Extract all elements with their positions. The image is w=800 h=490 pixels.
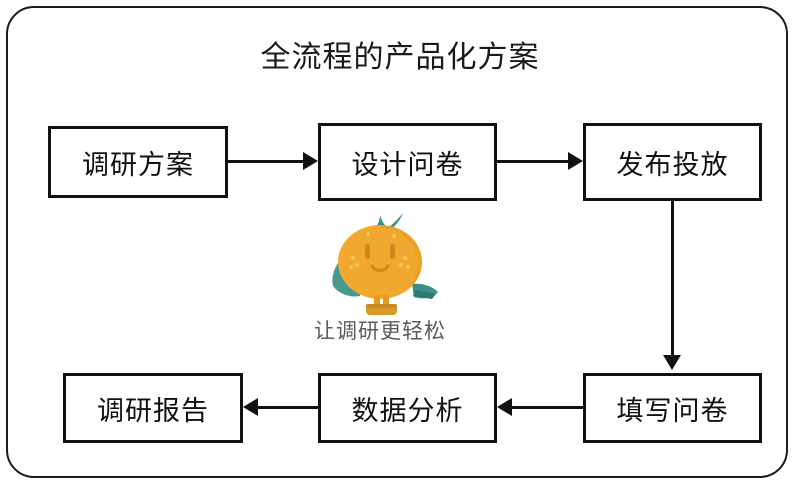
- node-fill-questionnaire-label: 填写问卷: [616, 395, 729, 426]
- node-design-questionnaire[interactable]: 设计问卷: [318, 123, 497, 201]
- arrow-publish-to-fill-head: [663, 355, 681, 370]
- arrow-plan-to-design-line: [228, 160, 304, 163]
- node-publish-distribute[interactable]: 发布投放: [583, 123, 762, 201]
- arrow-design-to-publish-line: [497, 160, 569, 163]
- node-data-analysis-label: 数据分析: [351, 395, 464, 426]
- brand-mascot-block: 让调研更轻松: [300, 212, 460, 357]
- arrow-plan-to-design-head: [303, 152, 318, 170]
- node-survey-report[interactable]: 调研报告: [63, 373, 243, 443]
- node-fill-questionnaire[interactable]: 填写问卷: [583, 373, 762, 443]
- page-title: 全流程的产品化方案: [260, 41, 540, 74]
- outer-frame: [6, 6, 788, 478]
- arrow-design-to-publish-head: [568, 152, 583, 170]
- mascot-tagline: 让调研更轻松: [314, 320, 446, 343]
- node-survey-plan-label: 调研方案: [82, 149, 194, 180]
- arrow-analysis-to-report-line: [258, 406, 318, 409]
- node-publish-distribute-label: 发布投放: [616, 149, 729, 180]
- node-survey-report-label: 调研报告: [97, 395, 209, 426]
- node-design-questionnaire-label: 设计问卷: [351, 149, 464, 180]
- arrow-fill-to-analysis-head: [497, 398, 512, 416]
- arrow-fill-to-analysis-line: [512, 406, 583, 409]
- node-survey-plan[interactable]: 调研方案: [48, 126, 228, 198]
- orange-mascot-icon: [332, 213, 438, 315]
- node-data-analysis[interactable]: 数据分析: [318, 373, 497, 443]
- arrow-analysis-to-report-head: [243, 398, 258, 416]
- arrow-publish-to-fill-line: [671, 201, 674, 356]
